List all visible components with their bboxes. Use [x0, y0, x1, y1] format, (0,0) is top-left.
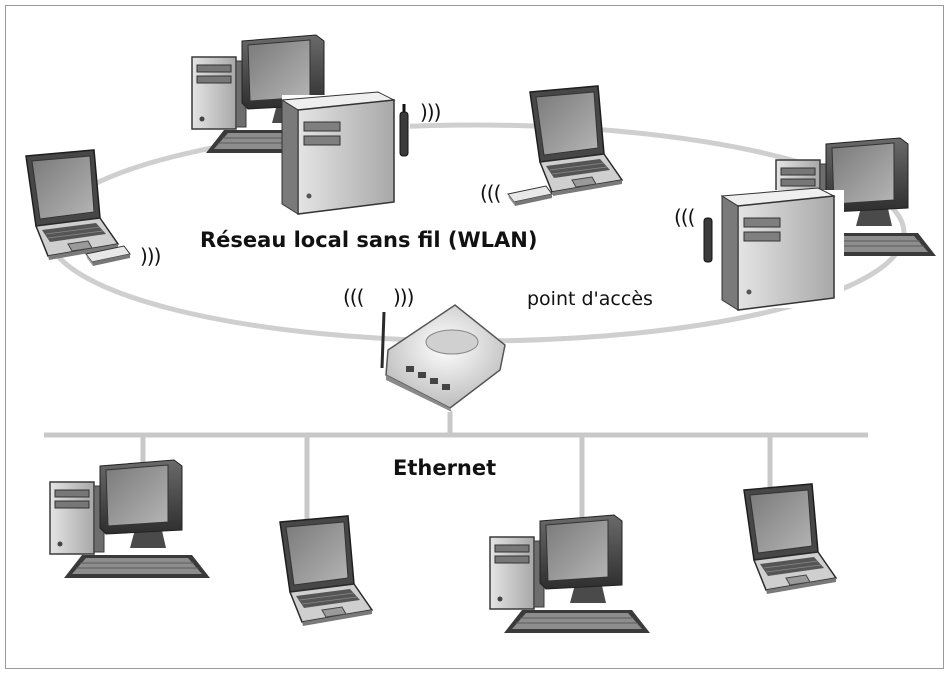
wlan-laptop-left	[25, 149, 131, 267]
ethernet-desktop-2	[489, 514, 651, 634]
wlan-laptop-top	[507, 85, 623, 207]
ethernet-laptop-1	[279, 515, 373, 627]
access-point-label: point d'accès	[527, 288, 653, 310]
ethernet-laptop-2	[743, 483, 837, 595]
diagram-frame	[5, 5, 944, 669]
wlan-label: Réseau local sans fil (WLAN)	[200, 228, 538, 252]
radio-waves-icon: (((	[480, 181, 501, 205]
radio-waves-icon: (((	[343, 285, 364, 309]
radio-waves-icon: )))	[140, 244, 161, 268]
wlan-desktop-right	[703, 137, 937, 311]
ethernet-label: Ethernet	[393, 456, 497, 480]
radio-waves-icon: )))	[420, 100, 441, 124]
radio-waves-icon: (((	[674, 205, 695, 229]
access-point-router	[380, 304, 506, 412]
wlan-desktop-top	[191, 34, 410, 215]
ethernet-desktop-1	[49, 459, 211, 579]
radio-waves-icon: )))	[393, 285, 414, 309]
